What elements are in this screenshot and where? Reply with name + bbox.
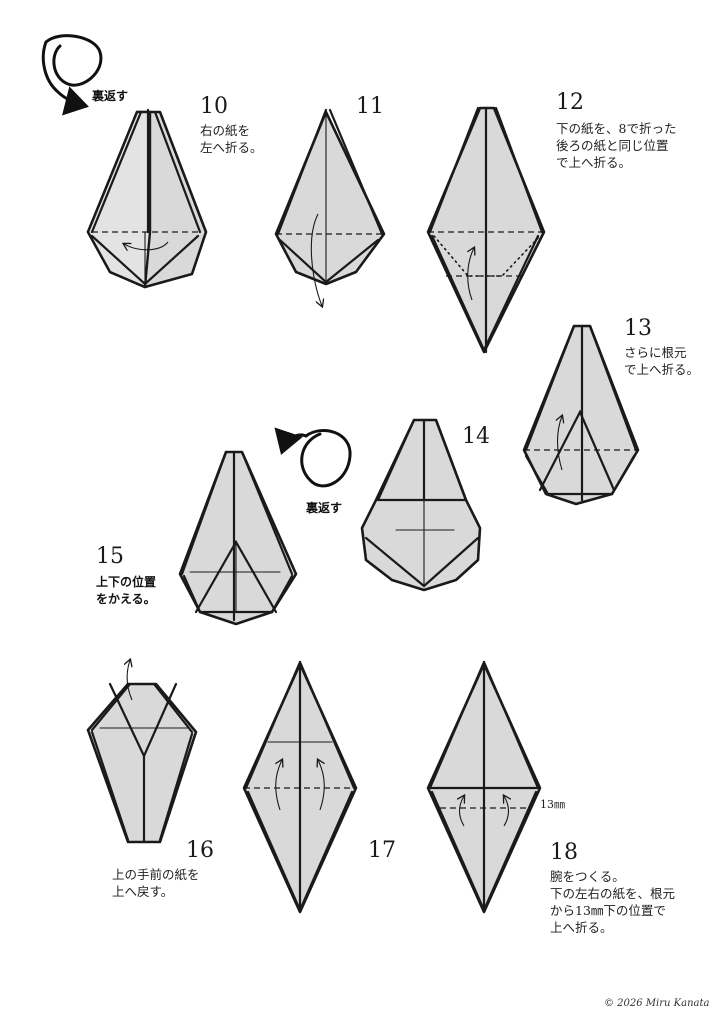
step-13-caption-line-1: さらに根元 <box>624 345 687 360</box>
step-10-caption-line-1: 右の紙を <box>200 123 251 138</box>
step-16-figure <box>86 660 198 844</box>
step-17-number: 17 <box>368 838 396 863</box>
step-10-number: 10 <box>200 94 228 119</box>
step-15-figure <box>178 450 298 626</box>
step-13-number: 13 <box>624 316 652 341</box>
step-14-figure <box>360 418 482 592</box>
step-18-caption-line-4: 上へ折る。 <box>550 920 613 935</box>
copyright: © 2026 Miru Kanata <box>604 998 710 1009</box>
step-18-caption-line-2: 下の左右の紙を、根元 <box>550 886 676 901</box>
step-16-caption-line-1: 上の手前の紙を <box>112 867 200 882</box>
step-10-figure <box>86 108 208 289</box>
step-14-number: 14 <box>462 424 490 449</box>
step-11-figure <box>274 108 386 306</box>
step-13-caption-line-2: で上へ折る。 <box>624 362 700 377</box>
step-17-figure <box>242 660 358 914</box>
step-12-caption-line-3: で上へ折る。 <box>556 155 632 170</box>
step-16-caption-line-2: 上へ戻す。 <box>112 884 174 899</box>
turn-over-arrow-icon <box>41 34 103 116</box>
step-18-caption-line-3: から13㎜下の位置で <box>550 903 666 918</box>
step-12-caption-line-2: 後ろの紙と同じ位置 <box>556 138 669 153</box>
turn-over-arrow-icon <box>274 427 352 488</box>
step-13-figure <box>522 324 640 506</box>
turn-over-label-top: 裏返す <box>92 89 129 103</box>
step-15-number: 15 <box>96 544 124 569</box>
step-16-number: 16 <box>186 838 214 863</box>
step-18-number: 18 <box>550 840 578 865</box>
measurement-label: 13㎜ <box>540 798 565 811</box>
step-12-figure <box>426 106 546 354</box>
step-11-number: 11 <box>356 94 384 119</box>
step-15-caption-line-1: 上下の位置 <box>96 575 157 589</box>
step-18-figure <box>426 660 542 914</box>
turn-over-label-middle: 裏返す <box>306 501 343 515</box>
step-12-number: 12 <box>556 90 584 115</box>
step-18-caption-line-1: 腕をつくる。 <box>550 869 625 884</box>
step-15-caption-line-2: をかえる。 <box>96 592 156 606</box>
step-12-caption-line-1: 下の紙を、8で折った <box>556 121 677 136</box>
step-10-caption-line-2: 左へ折る。 <box>200 140 263 155</box>
